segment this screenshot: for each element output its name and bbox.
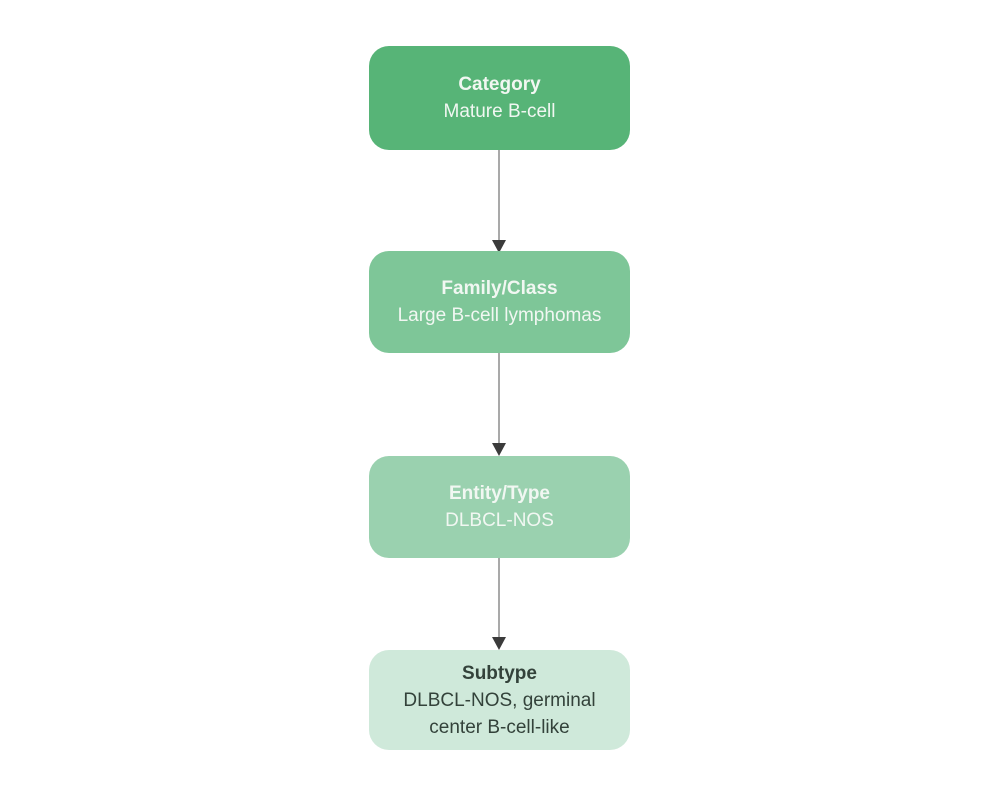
node-subtype-title: Subtype xyxy=(462,662,537,684)
node-subtype: Subtype DLBCL-NOS, germinal center B-cel… xyxy=(369,650,630,750)
node-entity-type-value: DLBCL-NOS xyxy=(445,510,554,531)
arrow-down-icon xyxy=(492,150,506,253)
node-entity-type-title: Entity/Type xyxy=(449,483,550,504)
node-subtype-value: DLBCL-NOS, germinal center B-cell-like xyxy=(403,689,596,738)
node-family-class-value: Large B-cell lymphomas xyxy=(397,305,602,326)
node-entity-type: Entity/Type DLBCL-NOS xyxy=(369,456,630,558)
arrow-down-icon xyxy=(492,558,506,650)
node-category-title: Category xyxy=(458,74,541,95)
arrowhead-icon xyxy=(492,637,506,650)
node-family-class: Family/Class Large B-cell lymphomas xyxy=(369,251,630,353)
arrowhead-icon xyxy=(492,240,506,253)
node-category: Category Mature B-cell xyxy=(369,46,630,150)
arrowhead-icon xyxy=(492,443,506,456)
arrow-down-icon xyxy=(492,353,506,456)
node-category-value: Mature B-cell xyxy=(443,101,556,122)
node-family-class-title: Family/Class xyxy=(441,278,558,299)
